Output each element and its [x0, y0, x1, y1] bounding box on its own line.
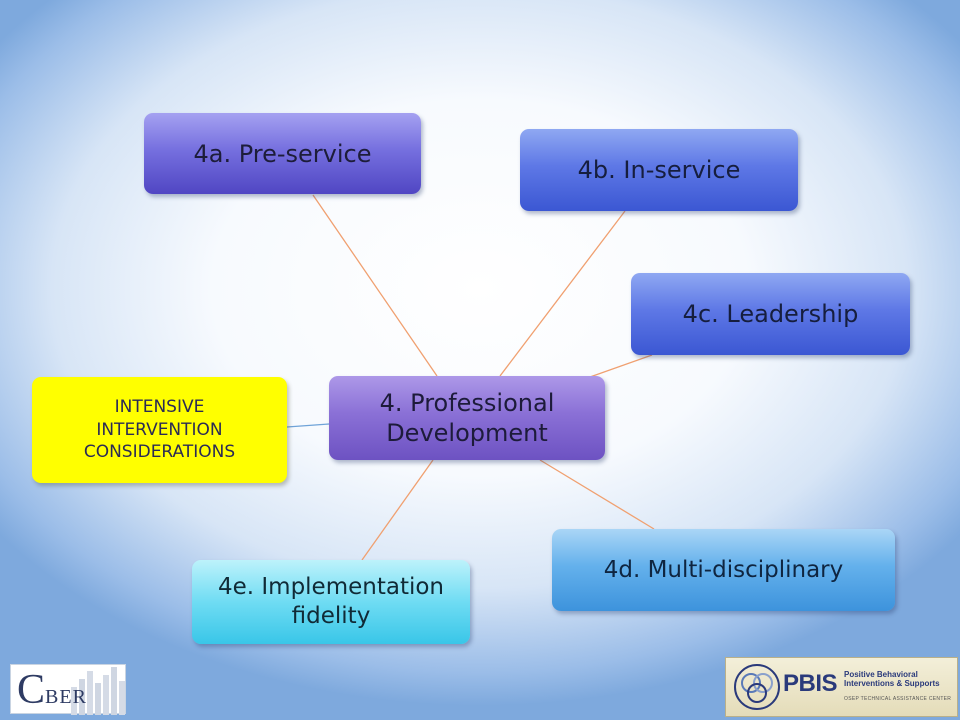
intensive-label-line-1: INTENSIVE: [114, 396, 205, 417]
pbis-rings-icon: [734, 664, 780, 710]
node-4e-label-line-1: 4e. Implementation: [217, 574, 445, 601]
connector-4c: [589, 354, 653, 378]
node-multi-disciplinary: 4d. Multi-disciplinary: [552, 529, 895, 611]
cber-logo: CBER: [10, 664, 126, 715]
center-label-line-2: Development: [386, 419, 548, 447]
cber-letter-c: C: [17, 667, 46, 713]
pbis-wordmark: PBIS: [783, 670, 838, 697]
cber-bars-graphic: [71, 667, 125, 715]
pbis-tagline-line-2: Interventions & Supports: [844, 679, 940, 688]
center-label-line-1: 4. Professional: [379, 389, 555, 417]
node-4e-label-line-2: fidelity: [291, 603, 371, 629]
node-multi-disciplinary-label: 4d. Multi-disciplinary: [603, 556, 844, 583]
node-in-service-label: 4b. In-service: [577, 156, 741, 184]
cber-wordmark: CBER: [17, 669, 87, 711]
intensive-label-line-3: CONSIDERATIONS: [83, 442, 236, 463]
node-implementation-fidelity: 4e. Implementation fidelity: [192, 560, 470, 644]
pbis-subline: OSEP TECHNICAL ASSISTANCE CENTER: [844, 696, 952, 702]
pbis-tagline: Positive Behavioral Interventions & Supp…: [844, 670, 940, 688]
intensive-label-line-2: INTERVENTION: [96, 419, 223, 440]
node-pre-service-label: 4a. Pre-service: [193, 139, 372, 168]
cber-letters: BER: [45, 686, 87, 708]
connector-4e: [361, 459, 434, 561]
node-leadership: 4c. Leadership: [631, 273, 910, 355]
node-professional-development: 4. Professional Development: [329, 376, 605, 460]
node-in-service: 4b. In-service: [520, 129, 798, 211]
pbis-tagline-line-1: Positive Behavioral: [844, 670, 918, 679]
connector-4d: [539, 459, 655, 530]
connector-intensive: [286, 423, 330, 428]
connector-4b: [499, 210, 626, 377]
connector-4a: [312, 194, 438, 377]
node-pre-service: 4a. Pre-service: [144, 113, 421, 194]
node-leadership-label: 4c. Leadership: [682, 300, 859, 328]
node-intensive-intervention: INTENSIVE INTERVENTION CONSIDERATIONS: [32, 377, 287, 483]
pbis-logo: PBIS Positive Behavioral Interventions &…: [725, 657, 958, 717]
